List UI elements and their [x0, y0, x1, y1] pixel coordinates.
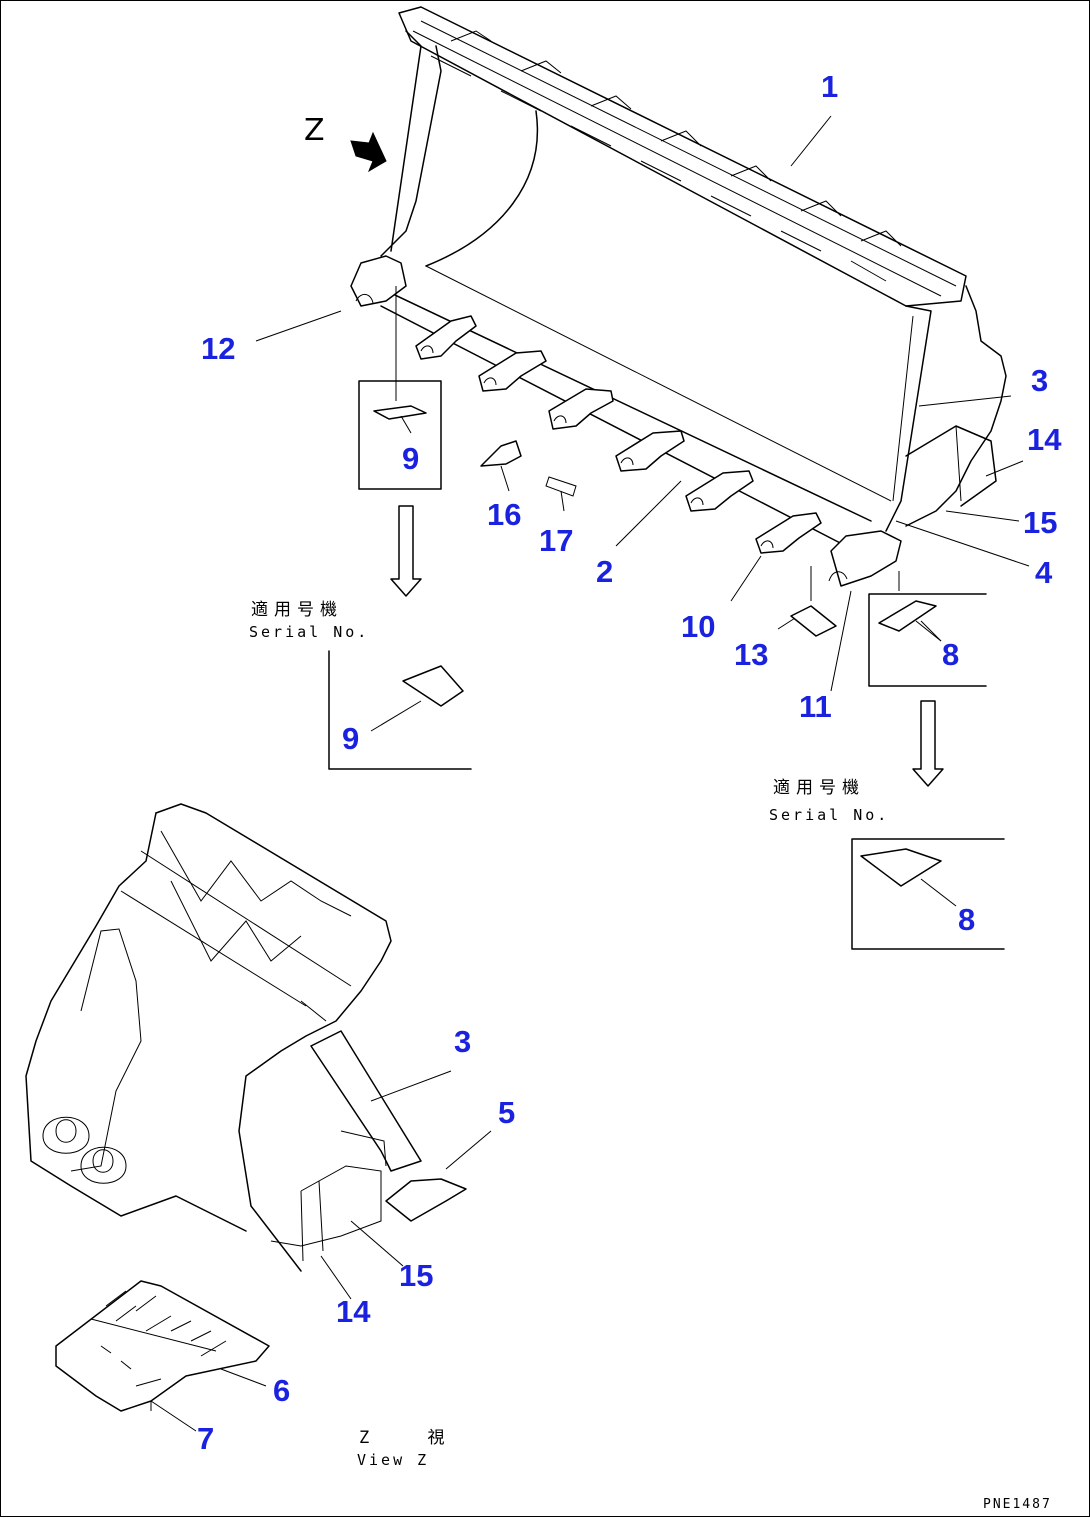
callout-part-14[interactable]: 14 — [1027, 422, 1062, 457]
callout-view-z-part-7[interactable]: 7 — [197, 1421, 215, 1456]
callout-part-3[interactable]: 3 — [1031, 363, 1049, 398]
callout-view-z-part-3[interactable]: 3 — [454, 1024, 472, 1059]
inset-left-serial-label: Serial No. — [249, 623, 370, 641]
view-z-caption-en: View Z — [357, 1451, 430, 1469]
drawing-code: PNE1487 — [983, 1497, 1052, 1512]
callout-part-11[interactable]: 11 — [799, 689, 832, 724]
callout-view-z-part-15[interactable]: 15 — [399, 1258, 434, 1293]
callout-part-12[interactable]: 12 — [201, 331, 236, 366]
callout-part-17[interactable]: 17 — [539, 523, 574, 558]
teeth — [415, 315, 822, 554]
callout-part-1[interactable]: 1 — [821, 69, 839, 104]
upper-bucket-body — [255, 6, 1030, 950]
callout-view-z-part-6[interactable]: 6 — [273, 1373, 291, 1408]
callout-part-8[interactable]: 8 — [942, 637, 960, 672]
callout-part-13[interactable]: 13 — [734, 637, 769, 672]
callout-part-2[interactable]: 2 — [596, 554, 614, 589]
callout-part-4[interactable]: 4 — [1035, 555, 1053, 590]
callout-part-10[interactable]: 10 — [681, 609, 716, 644]
inset-left-callout-9[interactable]: 9 — [342, 721, 360, 756]
callout-part-15[interactable]: 15 — [1023, 505, 1058, 540]
inset-right-callout-8[interactable]: 8 — [958, 902, 976, 937]
callout-view-z-part-5[interactable]: 5 — [498, 1095, 516, 1130]
callout-part-9[interactable]: 9 — [402, 441, 420, 476]
lower-bucket-view — [25, 803, 492, 1432]
view-z-marker: Z — [304, 113, 325, 148]
inset-right-jp-label: 適用号機 — [773, 778, 865, 798]
callout-view-z-part-14[interactable]: 14 — [336, 1294, 371, 1329]
view-z-caption-jp: Z 視 — [359, 1428, 469, 1448]
callout-part-16[interactable]: 16 — [487, 497, 522, 532]
inset-left-jp-label: 適用号機 — [251, 600, 343, 620]
inset-right-serial-label: Serial No. — [769, 806, 890, 824]
